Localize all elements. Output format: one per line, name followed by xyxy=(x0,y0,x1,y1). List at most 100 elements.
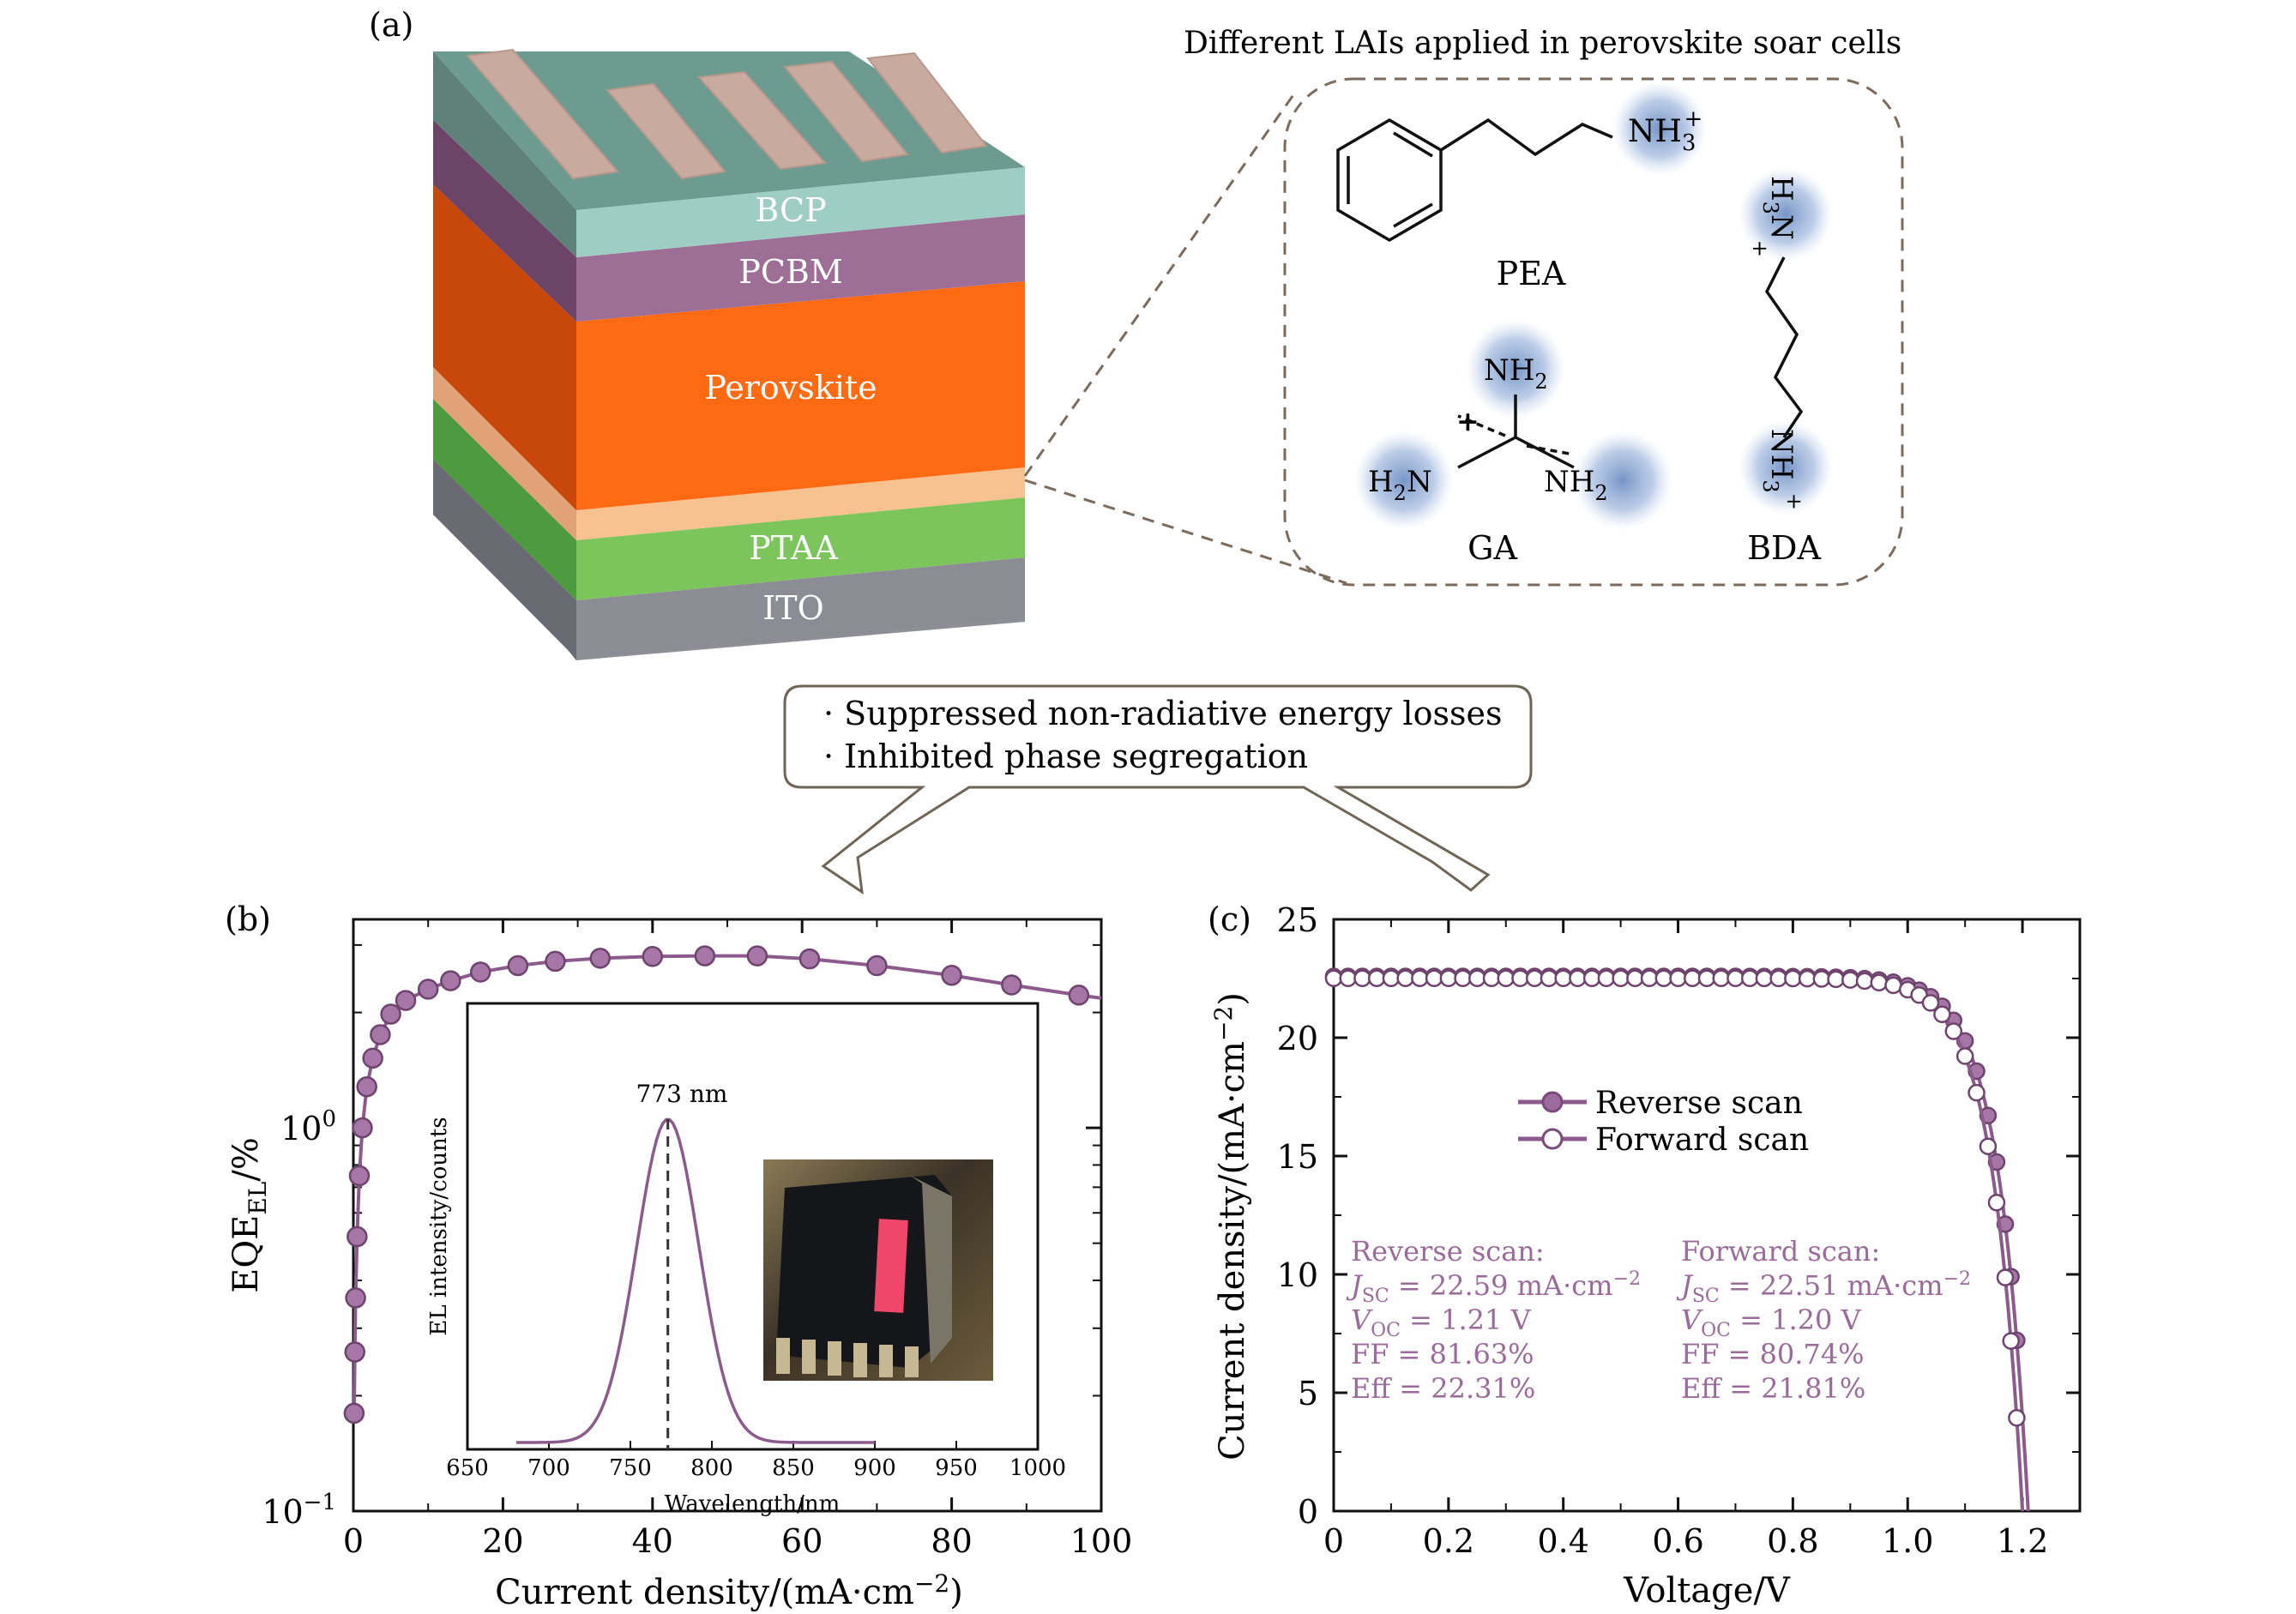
panel-b-xlabel: Current density/(mA·cm−2) xyxy=(495,1569,963,1612)
bda-bottom-label: NH3+ xyxy=(1758,429,1806,510)
interface-side xyxy=(433,367,576,540)
panel-b-series xyxy=(343,945,1102,1424)
electrodes xyxy=(466,48,988,180)
c-data-point-1 xyxy=(1987,1193,2006,1212)
pcbm-side xyxy=(433,120,576,322)
c-data-point-1 xyxy=(1425,969,1443,987)
panel-c-frame xyxy=(1332,918,2082,1513)
c-data-point-1 xyxy=(1324,969,1343,987)
panel-b-ylabel: EQEEL/% xyxy=(226,1137,272,1293)
bda-top-glow xyxy=(1739,167,1833,262)
c-xtick-label: 0.4 xyxy=(1537,1522,1588,1560)
zoom-line-bottom xyxy=(1024,479,1347,585)
c-data-point-1 xyxy=(1569,969,1587,987)
inset-xtick-label: 800 xyxy=(690,1455,733,1481)
c-data-point-1 xyxy=(2002,1332,2020,1350)
b-data-point xyxy=(395,990,417,1011)
c-data-point-1 xyxy=(1540,969,1558,987)
ga-right-glow xyxy=(1573,431,1672,530)
legend-forward: Forward scan xyxy=(1595,1123,1809,1158)
c-data-point-1 xyxy=(1554,969,1572,987)
c-data-point-1 xyxy=(1769,969,1787,988)
layer-label-bcp: BCP xyxy=(755,191,826,229)
panel-c-xlabel: Voltage/V xyxy=(1623,1571,1791,1611)
c-data-point-1 xyxy=(1996,1268,2015,1286)
c-data-point-1 xyxy=(1855,972,1874,991)
ann-reverse-eff: Eff = 22.31% xyxy=(1351,1372,1535,1405)
molecule-ga xyxy=(1457,394,1575,469)
electrode-2 xyxy=(606,82,726,180)
c-ytick-label: 5 xyxy=(1298,1375,1318,1412)
inset-curve xyxy=(515,1117,875,1449)
panel-b-label: (b) xyxy=(225,900,271,938)
zoom-line-top xyxy=(1023,89,1299,477)
molecule-bda xyxy=(1764,256,1804,438)
b-data-point xyxy=(348,1165,371,1187)
c-data-point-1 xyxy=(1921,994,1940,1012)
b-ytick-label: 100 xyxy=(280,1106,336,1147)
c-xtick-label: 0 xyxy=(1323,1522,1344,1560)
inset-peak-label: 773 nm xyxy=(636,1080,728,1108)
c-data-point-1 xyxy=(1798,969,1817,988)
c-data-point-1 xyxy=(1339,969,1357,987)
c-data-point-1 xyxy=(1439,969,1458,987)
b-data-point xyxy=(343,1402,365,1424)
c-data-point-1 xyxy=(1367,969,1386,987)
pcbm-front xyxy=(576,214,1025,322)
c-data-point-1 xyxy=(1669,969,1687,987)
ga-top-glow xyxy=(1466,319,1565,419)
b-data-point xyxy=(362,1047,383,1069)
b-xtick-label: 20 xyxy=(482,1522,523,1560)
c-data-point-1 xyxy=(1511,969,1529,987)
c-xtick-label: 0.2 xyxy=(1423,1522,1474,1560)
c-data-point-1 xyxy=(1755,969,1774,988)
panel-c-label: (c) xyxy=(1208,900,1251,938)
ga-left-glow xyxy=(1354,431,1454,530)
c-data-point-1 xyxy=(1684,969,1702,987)
b-data-point xyxy=(642,946,664,967)
molecules-box xyxy=(1283,77,1904,587)
c-data-point-1 xyxy=(1784,969,1802,988)
b-data-point xyxy=(589,948,612,969)
b-data-point xyxy=(941,965,962,986)
electrode-5 xyxy=(866,51,988,154)
inset-ylabel: EL intensity/counts xyxy=(426,1117,452,1335)
inset-xtick-label: 1000 xyxy=(1009,1455,1066,1481)
b-xtick-label: 60 xyxy=(781,1522,823,1560)
perovskite-side xyxy=(433,184,576,510)
ptaa-front xyxy=(576,497,1025,600)
b-data-point xyxy=(347,1226,368,1248)
ga-charge: + xyxy=(1456,405,1479,437)
c-xtick-label: 0.8 xyxy=(1767,1522,1818,1560)
c-data-point-1 xyxy=(2008,1409,2026,1427)
c-data-point-1 xyxy=(1597,969,1616,987)
callout-box xyxy=(783,684,1533,895)
device-photo xyxy=(763,1159,993,1381)
b-data-point xyxy=(866,955,888,977)
electrode-3 xyxy=(696,70,827,171)
c-data-point-1 xyxy=(1870,973,1889,992)
ann-forward-ff: FF = 80.74% xyxy=(1681,1338,1865,1370)
b-data-point xyxy=(380,1003,401,1025)
ann-reverse-voc: VOC = 1.21 V xyxy=(1351,1304,1532,1341)
b-data-point xyxy=(352,1117,373,1139)
bcp-front xyxy=(576,167,1025,257)
ito-front-main xyxy=(576,557,1025,659)
pea-amine-glow xyxy=(1612,81,1707,176)
c-data-point-1 xyxy=(1626,969,1644,987)
c-data-point-1 xyxy=(1525,969,1544,987)
perovskite-front xyxy=(576,281,1025,510)
c-xtick-label: 1.2 xyxy=(1997,1522,2048,1560)
inset-xtick-label: 900 xyxy=(853,1455,896,1481)
b-data-point xyxy=(746,945,768,967)
c-data-point-1 xyxy=(1612,969,1630,987)
ito-side-main xyxy=(433,459,576,659)
bcp-side xyxy=(433,51,576,257)
c-data-point-1 xyxy=(1944,1022,1963,1040)
inset-xlabel: Wavelength/nm xyxy=(665,1491,840,1517)
